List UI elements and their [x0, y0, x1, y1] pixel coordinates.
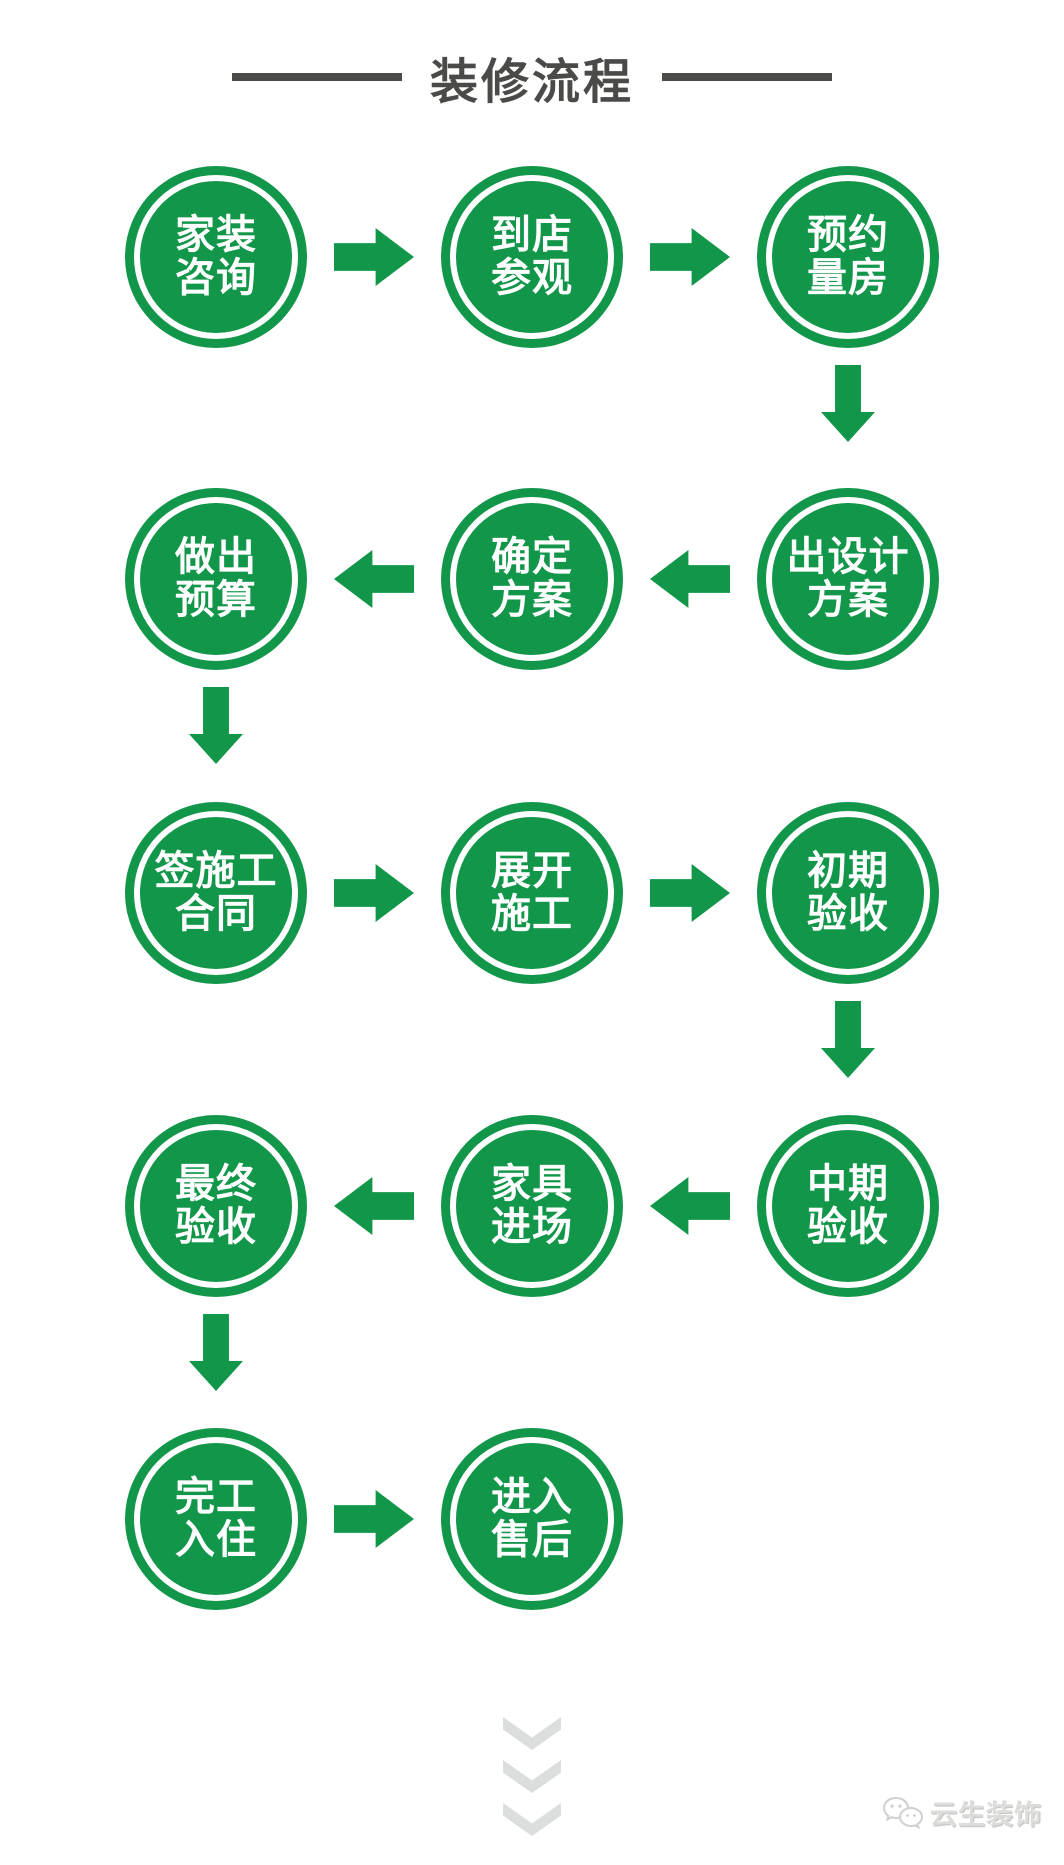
node-label-line: 签施工: [154, 848, 278, 893]
chevron-down-icon: [503, 1717, 561, 1750]
node-label-line: 家具: [491, 1161, 573, 1206]
node-label-line: 中期: [807, 1161, 889, 1206]
node-start-construction: 展开施工: [441, 802, 623, 984]
node-make-budget: 做出预算: [125, 488, 307, 670]
node-label-line: 方案: [807, 578, 889, 622]
node-label-line: 出设计: [786, 534, 910, 579]
arrow-left-icon: [650, 1177, 730, 1235]
arrow-down-icon: [189, 687, 243, 764]
chevron-down-icon: [503, 1803, 561, 1836]
node-initial-inspection: 初期验收: [757, 802, 939, 984]
node-label-line: 验收: [807, 1205, 889, 1249]
node-label-line: 确定: [491, 534, 573, 579]
node-confirm-plan: 确定方案: [441, 488, 623, 670]
node-label-line: 做出: [175, 534, 257, 579]
node-label-line: 家装: [175, 212, 257, 257]
node-label-line: 参观: [491, 256, 573, 300]
node-furniture-entry: 家具进场: [441, 1115, 623, 1297]
watermark: 云生装饰: [882, 1793, 1042, 1832]
node-label-line: 方案: [491, 578, 573, 622]
node-label-line: 初期: [807, 848, 889, 893]
node-label-line: 施工: [491, 892, 573, 936]
node-label-line: 完工: [175, 1474, 257, 1519]
node-label: 做出预算: [175, 534, 257, 622]
node-label: 确定方案: [491, 534, 573, 622]
node-label: 完工入住: [175, 1474, 257, 1562]
wechat-icon: [882, 1796, 924, 1830]
page-title: 装修流程: [429, 56, 634, 109]
node-label: 展开施工: [491, 848, 573, 936]
node-label-line: 验收: [807, 892, 889, 936]
node-label: 签施工合同: [154, 848, 278, 936]
node-label-line: 入住: [175, 1518, 257, 1562]
node-visit-store: 到店参观: [441, 166, 623, 348]
arrow-left-icon: [334, 1177, 414, 1235]
node-label-line: 最终: [175, 1161, 257, 1206]
node-label: 出设计方案: [786, 534, 910, 622]
node-label: 家装咨询: [175, 212, 257, 300]
arrow-right-icon: [334, 228, 414, 286]
arrow-down-icon: [821, 365, 875, 442]
title-rule-left: [231, 73, 402, 81]
node-label-line: 预约: [807, 212, 889, 257]
node-label: 预约量房: [807, 212, 889, 300]
node-move-in: 完工入住: [125, 1428, 307, 1610]
node-label-line: 预算: [175, 578, 257, 622]
node-after-sales: 进入售后: [441, 1428, 623, 1610]
node-label-line: 合同: [175, 892, 257, 936]
arrow-right-icon: [650, 864, 730, 922]
arrow-right-icon: [334, 864, 414, 922]
node-label-line: 展开: [491, 848, 573, 893]
arrow-left-icon: [334, 550, 414, 608]
node-design-proposal: 出设计方案: [757, 488, 939, 670]
node-label: 家具进场: [491, 1161, 573, 1249]
node-sign-contract: 签施工合同: [125, 802, 307, 984]
chevron-down-icon: [503, 1760, 561, 1793]
title-rule-right: [662, 73, 832, 81]
watermark-text: 云生装饰: [930, 1800, 1042, 1830]
node-label-line: 售后: [491, 1518, 573, 1562]
node-book-measure: 预约量房: [757, 166, 939, 348]
node-label: 初期验收: [807, 848, 889, 936]
node-label: 最终验收: [175, 1161, 257, 1249]
node-label: 进入售后: [491, 1474, 573, 1562]
node-label: 到店参观: [491, 212, 573, 300]
arrow-down-icon: [189, 1314, 243, 1391]
node-final-inspection: 最终验收: [125, 1115, 307, 1297]
node-label-line: 进场: [491, 1205, 573, 1249]
node-label-line: 进入: [491, 1474, 573, 1519]
node-label-line: 验收: [175, 1205, 257, 1249]
node-label-line: 量房: [807, 256, 889, 300]
arrow-down-icon: [821, 1001, 875, 1078]
arrow-right-icon: [650, 228, 730, 286]
arrow-right-icon: [334, 1490, 414, 1548]
arrow-left-icon: [650, 550, 730, 608]
node-label: 中期验收: [807, 1161, 889, 1249]
node-mid-inspection: 中期验收: [757, 1115, 939, 1297]
node-consult: 家装咨询: [125, 166, 307, 348]
node-label-line: 到店: [491, 212, 573, 257]
node-label-line: 咨询: [175, 256, 257, 300]
title-row: 装修流程: [0, 42, 1064, 112]
